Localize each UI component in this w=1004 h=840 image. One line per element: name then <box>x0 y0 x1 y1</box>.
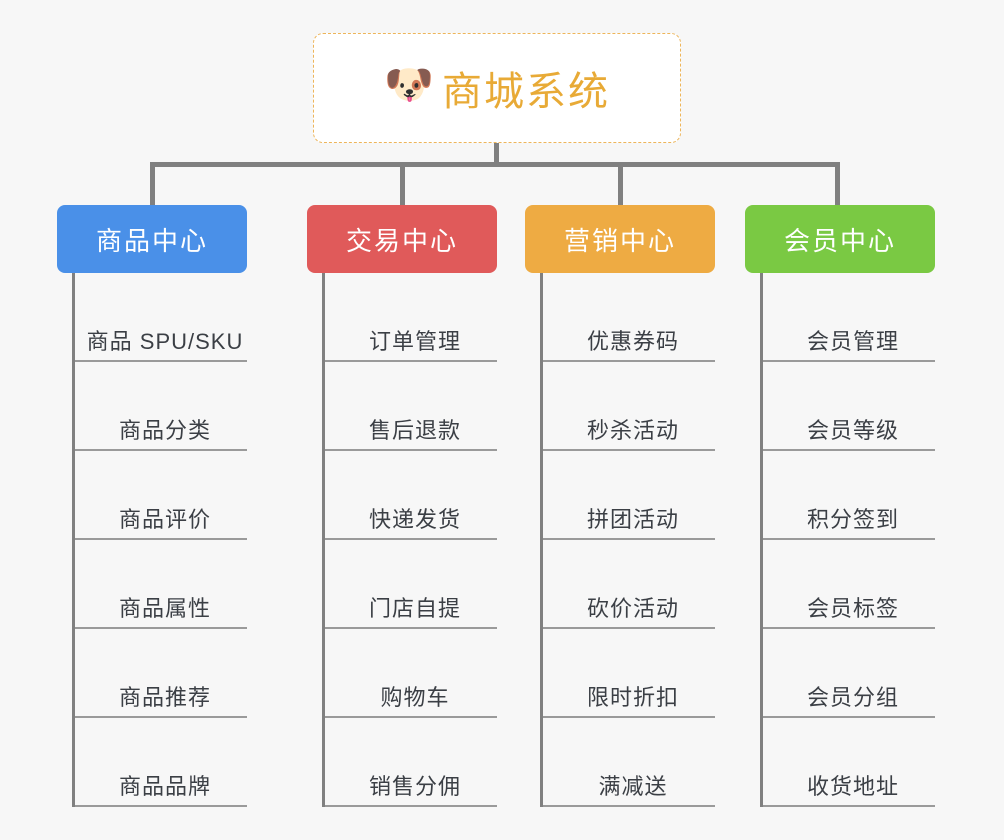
connector-drop-2 <box>400 162 405 205</box>
list-item[interactable]: 会员等级 <box>763 362 935 451</box>
leaf-label: 销售分佣 <box>368 774 461 799</box>
leaf-label: 收货地址 <box>806 774 899 799</box>
category-header-4[interactable]: 会员中心 <box>745 205 935 273</box>
connector-horizontal-bus <box>150 162 840 167</box>
leaf-list-3: 优惠券码 秒杀活动 拼团活动 砍价活动 限时折扣 满减送 <box>540 273 715 807</box>
list-item[interactable]: 限时折扣 <box>543 629 715 718</box>
list-item[interactable]: 会员标签 <box>763 540 935 629</box>
leaf-label: 会员标签 <box>806 596 899 621</box>
leaf-label: 会员分组 <box>806 685 899 710</box>
leaf-label: 优惠券码 <box>586 329 679 354</box>
leaf-label: 积分签到 <box>806 507 899 532</box>
connector-drop-4 <box>835 162 840 205</box>
list-item[interactable]: 秒杀活动 <box>543 362 715 451</box>
list-item[interactable]: 会员管理 <box>763 273 935 362</box>
leaf-label: 商品推荐 <box>118 685 211 710</box>
list-item[interactable]: 商品分类 <box>75 362 247 451</box>
leaf-label: 商品评价 <box>118 507 211 532</box>
list-item[interactable]: 商品品牌 <box>75 718 247 807</box>
connector-root-stem <box>494 143 499 165</box>
list-item[interactable]: 商品评价 <box>75 451 247 540</box>
list-item[interactable]: 快递发货 <box>325 451 497 540</box>
leaf-label: 限时折扣 <box>586 685 679 710</box>
connector-drop-3 <box>618 162 623 205</box>
leaf-label: 商品品牌 <box>118 774 211 799</box>
list-item[interactable]: 商品属性 <box>75 540 247 629</box>
list-item[interactable]: 收货地址 <box>763 718 935 807</box>
category-column-1: 商品中心 商品 SPU/SKU 商品分类 商品评价 商品属性 商品推荐 商品品牌 <box>57 205 247 807</box>
leaf-label: 商品属性 <box>118 596 211 621</box>
category-column-4: 会员中心 会员管理 会员等级 积分签到 会员标签 会员分组 收货地址 <box>745 205 935 807</box>
leaf-list-1: 商品 SPU/SKU 商品分类 商品评价 商品属性 商品推荐 商品品牌 <box>72 273 247 807</box>
leaf-label: 商品 SPU/SKU <box>86 329 244 354</box>
leaf-label: 快递发货 <box>368 507 461 532</box>
leaf-label: 会员管理 <box>806 329 899 354</box>
category-label-2: 交易中心 <box>345 225 458 256</box>
root-title: 商城系统 <box>442 70 610 114</box>
leaf-label: 拼团活动 <box>586 507 679 532</box>
list-item[interactable]: 订单管理 <box>325 273 497 362</box>
list-item[interactable]: 购物车 <box>325 629 497 718</box>
leaf-label: 售后退款 <box>368 418 461 443</box>
category-header-2[interactable]: 交易中心 <box>307 205 497 273</box>
leaf-label: 秒杀活动 <box>586 418 679 443</box>
leaf-label: 商品分类 <box>118 418 211 443</box>
category-column-3: 营销中心 优惠券码 秒杀活动 拼团活动 砍价活动 限时折扣 满减送 <box>525 205 715 807</box>
leaf-label: 订单管理 <box>368 329 461 354</box>
category-label-1: 商品中心 <box>95 225 208 256</box>
leaf-label: 砍价活动 <box>586 596 679 621</box>
leaf-label: 购物车 <box>380 685 450 710</box>
list-item[interactable]: 商品 SPU/SKU <box>75 273 247 362</box>
category-header-1[interactable]: 商品中心 <box>57 205 247 273</box>
list-item[interactable]: 销售分佣 <box>325 718 497 807</box>
dog-face-icon: 🐶 <box>384 63 434 107</box>
category-column-2: 交易中心 订单管理 售后退款 快递发货 门店自提 购物车 销售分佣 <box>307 205 497 807</box>
category-header-3[interactable]: 营销中心 <box>525 205 715 273</box>
leaf-label: 门店自提 <box>368 596 461 621</box>
root-node[interactable]: 🐶 商城系统 <box>313 33 681 143</box>
category-label-3: 营销中心 <box>563 225 676 256</box>
leaf-label: 满减送 <box>598 774 668 799</box>
list-item[interactable]: 门店自提 <box>325 540 497 629</box>
leaf-list-2: 订单管理 售后退款 快递发货 门店自提 购物车 销售分佣 <box>322 273 497 807</box>
list-item[interactable]: 满减送 <box>543 718 715 807</box>
connector-drop-1 <box>150 162 155 205</box>
leaf-label: 会员等级 <box>806 418 899 443</box>
category-label-4: 会员中心 <box>783 225 896 256</box>
list-item[interactable]: 拼团活动 <box>543 451 715 540</box>
list-item[interactable]: 售后退款 <box>325 362 497 451</box>
list-item[interactable]: 商品推荐 <box>75 629 247 718</box>
list-item[interactable]: 会员分组 <box>763 629 935 718</box>
list-item[interactable]: 积分签到 <box>763 451 935 540</box>
list-item[interactable]: 优惠券码 <box>543 273 715 362</box>
leaf-list-4: 会员管理 会员等级 积分签到 会员标签 会员分组 收货地址 <box>760 273 935 807</box>
list-item[interactable]: 砍价活动 <box>543 540 715 629</box>
